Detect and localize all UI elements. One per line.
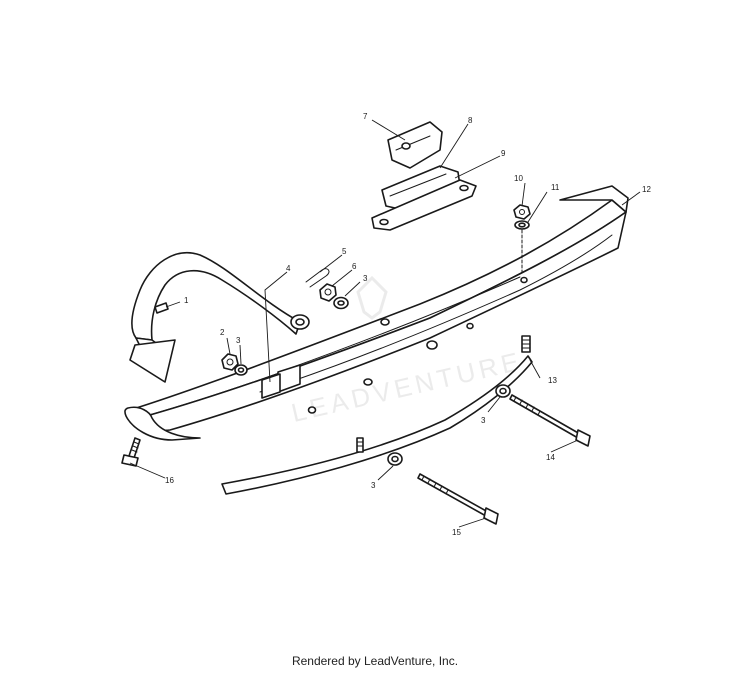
callout-8: 8 [468, 116, 473, 125]
bolt-14 [509, 394, 591, 447]
callout-1: 1 [184, 296, 189, 305]
bracket-assembly [371, 121, 477, 231]
callout-5: 5 [342, 247, 347, 256]
callout-7: 7 [363, 112, 368, 121]
callout-13: 13 [548, 376, 557, 385]
callout-2: 2 [220, 328, 225, 337]
callout-11: 11 [551, 183, 560, 192]
callout-3c: 3 [481, 416, 486, 425]
leader-lines [129, 119, 641, 528]
washer-3-mid [495, 384, 511, 398]
callout-12: 12 [642, 185, 651, 194]
callout-3b: 3 [363, 274, 368, 283]
callout-9: 9 [501, 149, 506, 158]
bolt-16 [121, 437, 141, 467]
callouts: 1 2 3 3 3 3 4 5 6 7 8 9 10 11 12 13 14 1… [165, 112, 651, 537]
footer-credit: Rendered by LeadVenture, Inc. [291, 654, 459, 668]
callout-15: 15 [452, 528, 461, 537]
callout-3d: 3 [371, 481, 376, 490]
ski-handle [129, 251, 310, 383]
callout-3a: 3 [236, 336, 241, 345]
ski-body [124, 185, 629, 441]
nut-10 [513, 204, 531, 220]
callout-6: 6 [352, 262, 357, 271]
callout-10: 10 [514, 174, 523, 183]
bolt-15 [417, 473, 499, 525]
washer-3-lower [387, 452, 403, 466]
callout-16: 16 [165, 476, 174, 485]
pin-1 [154, 302, 169, 314]
washer-11 [514, 220, 530, 273]
washer-3-upper [333, 296, 349, 310]
wear-bar [221, 335, 533, 495]
callout-14: 14 [546, 453, 555, 462]
callout-4: 4 [286, 264, 291, 273]
nut-6 [319, 283, 337, 302]
washer-3-left [234, 364, 248, 376]
nut-2 [221, 353, 239, 371]
